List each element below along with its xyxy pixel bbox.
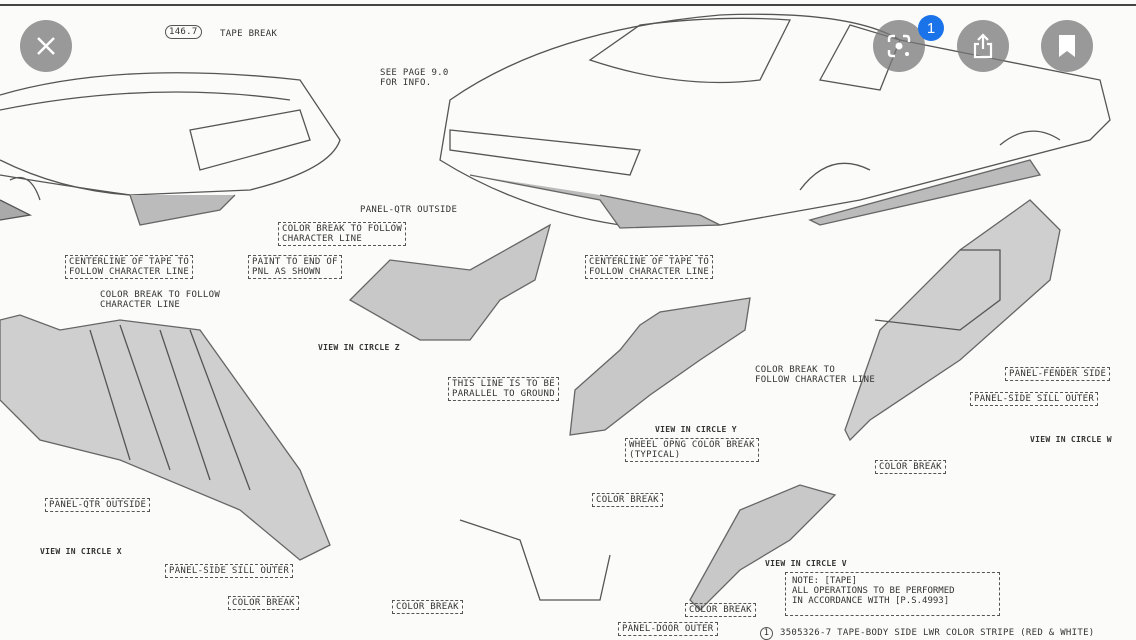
color-break-follow-left-label: COLOR BREAK TO FOLLOW CHARACTER LINE xyxy=(100,290,221,310)
car-front-right-sketch xyxy=(439,13,1111,229)
close-button[interactable] xyxy=(20,20,72,72)
tape-break-label: TAPE BREAK xyxy=(220,29,278,39)
panel-door-outer-label: PANEL-DOOR OUTER xyxy=(618,622,718,636)
view-circle-v-label: VIEW IN CIRCLE V xyxy=(765,559,847,568)
centerline-left-label: CENTERLINE OF TAPE TO FOLLOW CHARACTER L… xyxy=(65,255,194,279)
bookmark-icon xyxy=(1059,35,1075,57)
notification-badge: 1 xyxy=(918,15,944,41)
lens-search-button[interactable] xyxy=(873,20,925,72)
color-break-x-label: COLOR BREAK xyxy=(228,596,299,610)
color-break-v-label: COLOR BREAK xyxy=(685,603,756,617)
panel-fender-side-label: PANEL-FENDER SIDE xyxy=(1005,367,1111,381)
view-x-sketch xyxy=(0,314,331,561)
panel-side-sill-outer-x-label: PANEL-SIDE SILL OUTER xyxy=(165,564,294,578)
view-y-sketch xyxy=(569,297,751,436)
wheel-opng-label: WHEEL OPNG COLOR BREAK (TYPICAL) xyxy=(625,438,759,462)
share-icon xyxy=(973,33,993,59)
this-line-label: THIS LINE IS TO BE PARALLEL TO GROUND xyxy=(448,377,559,401)
panel-side-sill-outer-w-label: PANEL-SIDE SILL OUTER xyxy=(970,392,1099,406)
color-break-follow-y-label: COLOR BREAK TO FOLLOW CHARACTER LINE xyxy=(755,365,876,385)
centerline-right-label: CENTERLINE OF TAPE TO FOLLOW CHARACTER L… xyxy=(585,255,714,279)
part-number-circle: 1 xyxy=(760,627,773,640)
color-break-door-label: COLOR BREAK xyxy=(392,600,463,614)
save-button[interactable] xyxy=(1041,20,1093,72)
tape-break-number: 146.7 xyxy=(165,25,202,39)
part-description: 3505326-7 TAPE-BODY SIDE LWR COLOR STRIP… xyxy=(780,628,1095,638)
view-circle-y-label: VIEW IN CIRCLE Y xyxy=(655,425,737,434)
view-circle-w-label: VIEW IN CIRCLE W xyxy=(1030,435,1112,444)
panel-qtr-outside-top-label: PANEL-QTR OUTSIDE xyxy=(360,205,458,215)
view-w-sketch xyxy=(844,199,1061,442)
color-break-w-label: COLOR BREAK xyxy=(875,460,946,474)
share-button[interactable] xyxy=(957,20,1009,72)
view-circle-z-label: VIEW IN CIRCLE Z xyxy=(318,343,400,352)
color-break-v-top-label: COLOR BREAK xyxy=(592,493,663,507)
paint-to-end-label: PAINT TO END OF PNL AS SHOWN xyxy=(248,255,342,279)
panel-qtr-outside-x-label: PANEL-QTR OUTSIDE xyxy=(45,498,151,512)
note-box: NOTE: [TAPE] ALL OPERATIONS TO BE PERFOR… xyxy=(785,572,1000,616)
close-icon xyxy=(37,37,55,55)
view-z-sketch xyxy=(348,223,552,341)
view-circle-x-label: VIEW IN CIRCLE X xyxy=(40,547,122,556)
lens-icon xyxy=(887,34,911,58)
car-rear-left-sketch xyxy=(0,72,341,226)
color-break-follow-label: COLOR BREAK TO FOLLOW CHARACTER LINE xyxy=(278,222,407,246)
see-page-label: SEE PAGE 9.0 FOR INFO. xyxy=(380,68,449,88)
